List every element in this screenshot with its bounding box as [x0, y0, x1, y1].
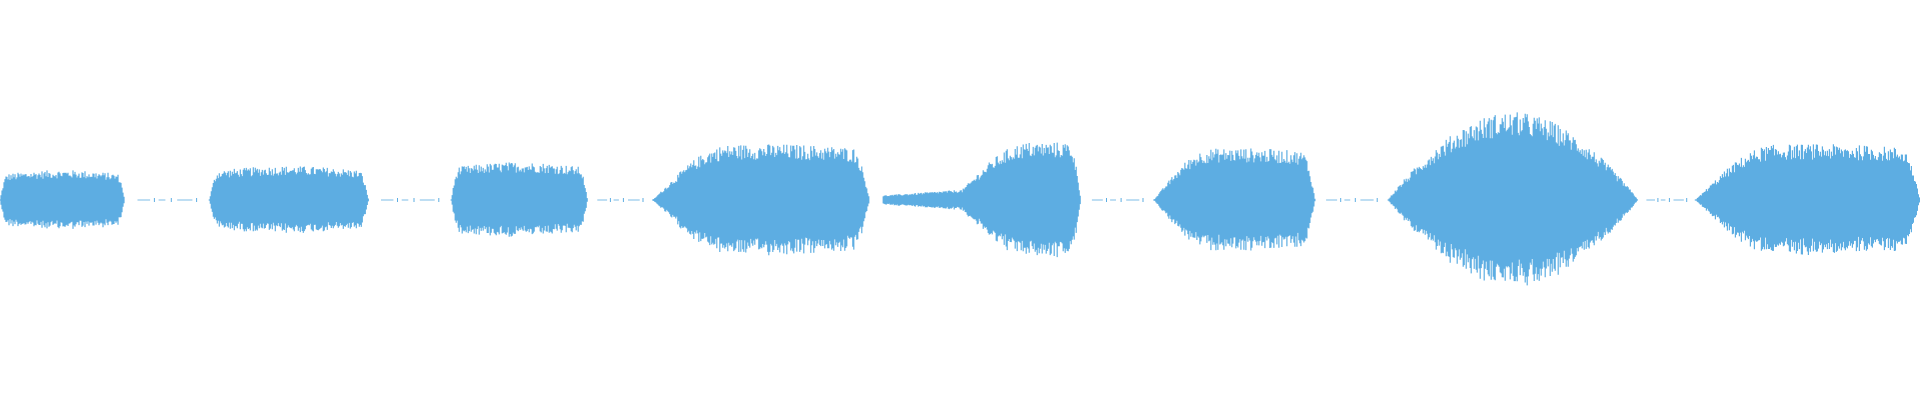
waveform-segment: [0, 170, 125, 229]
waveform-segment-path: [208, 166, 369, 233]
waveform-segment: [1387, 112, 1638, 286]
silence-gap: [1326, 198, 1378, 202]
waveform-segment-path: [1387, 112, 1638, 286]
waveform-segment-path: [1153, 148, 1316, 251]
waveform-segment-path: [450, 162, 588, 237]
waveform-segment: [1694, 144, 1920, 255]
waveform-silence-ticks: [137, 198, 1688, 202]
silence-gap: [1091, 198, 1144, 202]
waveform-segments: [0, 112, 1920, 286]
waveform-segment-path: [882, 142, 1081, 258]
waveform-segment: [450, 162, 588, 237]
waveform-segment: [208, 166, 369, 233]
waveform-segment: [652, 144, 870, 256]
waveform-segment-path: [0, 170, 125, 229]
waveform-segment-path: [652, 144, 870, 256]
waveform-segment: [882, 142, 1081, 258]
silence-gap: [597, 198, 644, 202]
silence-gap: [137, 198, 198, 202]
waveform-segment: [1153, 148, 1316, 251]
waveform-segment-path: [1694, 144, 1920, 255]
silence-gap: [381, 198, 440, 202]
silence-gap: [1646, 198, 1688, 202]
